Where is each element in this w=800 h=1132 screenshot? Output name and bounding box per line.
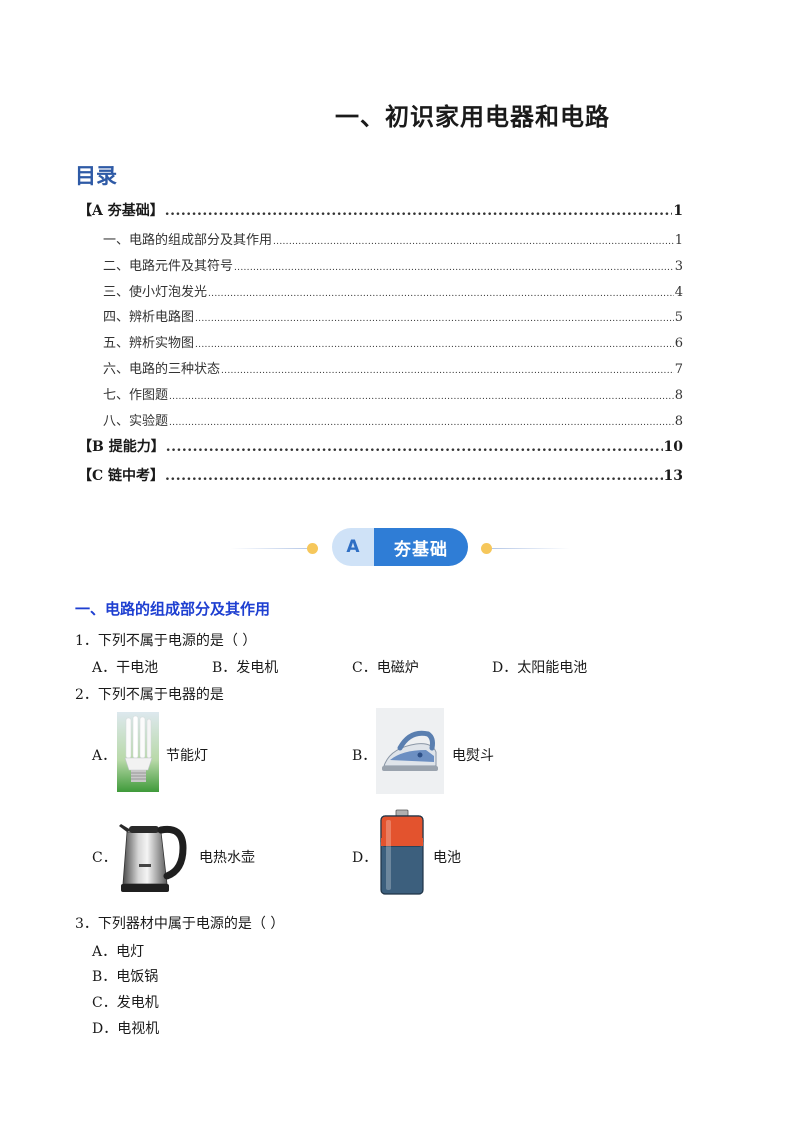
toc-entry[interactable]: 【B 提能力】 10: [78, 436, 683, 456]
toc-leader: [234, 263, 674, 273]
banner-line-left: [230, 548, 310, 549]
toc-entry-page: 6: [674, 336, 683, 351]
banner-line-right: [492, 548, 570, 549]
toc-entry-label: 二、电路元件及其符号: [103, 259, 234, 274]
question-1-option-a[interactable]: A．干电池: [92, 660, 159, 676]
banner-pill: A 夯基础: [332, 528, 468, 566]
toc-entry[interactable]: 【A 夯基础】 1: [78, 200, 683, 220]
toc-entry-label: 三、使小灯泡发光: [103, 285, 208, 300]
energy-saving-lamp-icon: [117, 712, 159, 792]
banner-dot-left: [307, 543, 318, 554]
toc-entry[interactable]: 六、电路的三种状态 7: [103, 358, 683, 377]
toc-leader: [195, 340, 674, 350]
question-2-option-c-caption[interactable]: 电热水壶: [199, 850, 255, 866]
question-2-option-a-letter[interactable]: A．: [92, 748, 117, 764]
banner-dot-right: [481, 543, 492, 554]
toc-entry-page: 10: [663, 439, 683, 455]
toc-entry-page: 5: [674, 310, 683, 325]
toc-leader: [208, 289, 674, 299]
question-2-option-b-letter[interactable]: B．: [352, 748, 377, 764]
toc-leader: [165, 203, 673, 219]
toc-heading: 目录: [75, 164, 117, 188]
toc-entry[interactable]: 三、使小灯泡发光 4: [103, 281, 683, 300]
electric-iron-icon: [376, 708, 444, 794]
toc-entry[interactable]: 一、电路的组成部分及其作用 1: [103, 229, 683, 248]
toc-entry[interactable]: 五、辨析实物图 6: [103, 332, 683, 351]
toc-entry-label: 【B 提能力】: [78, 439, 165, 455]
question-3-option-d[interactable]: D．电视机: [92, 1021, 160, 1037]
question-1-option-c[interactable]: C．电磁炉: [352, 660, 419, 676]
toc-entry[interactable]: 八、实验题 8: [103, 410, 683, 429]
toc-leader: [195, 314, 674, 324]
toc-entry-page: 8: [674, 414, 683, 429]
toc-entry-label: 四、辨析电路图: [103, 310, 195, 325]
toc-entry-label: 八、实验题: [103, 414, 169, 429]
toc-entry-page: 4: [674, 285, 683, 300]
question-2-option-a-caption[interactable]: 节能灯: [166, 748, 208, 764]
question-2-option-c-letter[interactable]: C．: [92, 850, 117, 866]
toc-entry-page: 13: [663, 468, 683, 484]
toc-entry[interactable]: 【C 链中考】 13: [78, 465, 683, 485]
toc-entry[interactable]: 四、辨析电路图 5: [103, 306, 683, 325]
question-2-option-d-letter[interactable]: D．: [352, 850, 378, 866]
question-2-option-b-caption[interactable]: 电熨斗: [452, 748, 494, 764]
question-3-option-b[interactable]: B．电饭锅: [92, 969, 159, 985]
toc-entry[interactable]: 七、作图题 8: [103, 384, 683, 403]
toc-entry-label: 【C 链中考】: [78, 468, 165, 484]
electric-kettle-icon: [117, 818, 189, 896]
question-3-option-a[interactable]: A．电灯: [92, 944, 145, 960]
toc-entry-label: 【A 夯基础】: [78, 203, 164, 219]
toc-entry-label: 六、电路的三种状态: [103, 362, 221, 377]
section-banner: A 夯基础: [230, 528, 570, 568]
toc-entry-label: 七、作图题: [103, 388, 169, 403]
question-2-option-d-caption[interactable]: 电池: [433, 850, 461, 866]
toc-entry-label: 一、电路的组成部分及其作用: [103, 233, 273, 248]
toc-entry-page: 1: [673, 203, 683, 219]
toc-leader: [166, 439, 663, 455]
question-1-option-d[interactable]: D．太阳能电池: [492, 660, 588, 676]
toc-entry-page: 1: [674, 233, 683, 248]
toc-entry-page: 8: [674, 388, 683, 403]
section-heading: 一、电路的组成部分及其作用: [75, 600, 271, 618]
question-2-stem: 2．下列不属于电器的是: [75, 687, 224, 703]
question-1-option-b[interactable]: B．发电机: [212, 660, 279, 676]
banner-text: 夯基础: [374, 528, 468, 566]
battery-icon: [378, 808, 426, 896]
question-3-stem: 3．下列器材中属于电源的是（ ）: [75, 916, 285, 932]
toc-leader: [165, 468, 662, 484]
question-3-option-c[interactable]: C．发电机: [92, 995, 159, 1011]
question-1-stem: 1．下列不属于电源的是（ ）: [75, 633, 257, 649]
toc-entry-label: 五、辨析实物图: [103, 336, 195, 351]
toc-entry-page: 3: [674, 259, 683, 274]
toc-entry-page: 7: [674, 362, 683, 377]
banner-letter: A: [332, 528, 374, 566]
toc-leader: [221, 366, 674, 376]
toc-entry[interactable]: 二、电路元件及其符号 3: [103, 255, 683, 274]
document-title: 一、初识家用电器和电路: [335, 103, 610, 131]
toc-leader: [169, 418, 674, 428]
toc-leader: [169, 392, 674, 402]
toc-leader: [273, 237, 674, 247]
